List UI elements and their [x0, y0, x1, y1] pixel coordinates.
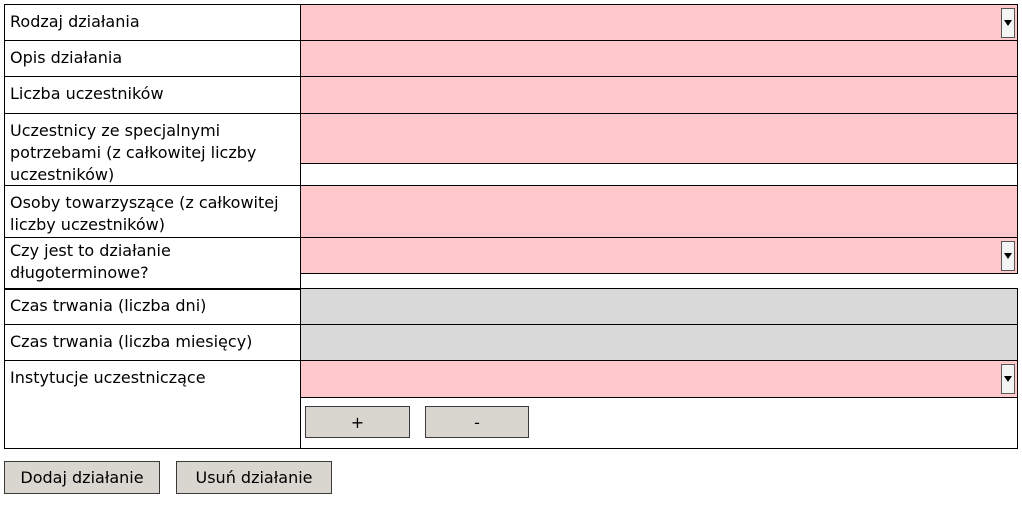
- label-special-needs-participants: Uczestnicy ze specjalnymi potrzebami (z …: [10, 121, 257, 184]
- remove-institution-button[interactable]: -: [425, 406, 529, 438]
- label-duration-months: Czas trwania (liczba miesięcy): [10, 332, 253, 351]
- label-activity-type: Rodzaj działania: [10, 12, 140, 31]
- duration-days-field: [300, 288, 1018, 325]
- row-spacer: [300, 163, 1018, 186]
- row-label-cell: Rodzaj działania: [4, 4, 301, 41]
- add-activity-button[interactable]: Dodaj działanie: [4, 461, 160, 494]
- activity-description-input[interactable]: [300, 40, 1018, 77]
- chevron-down-icon: [1004, 253, 1012, 259]
- row-label-cell: Instytucje uczestniczące: [4, 360, 301, 449]
- label-duration-days: Czas trwania (liczba dni): [10, 296, 207, 315]
- label-accompanying-persons: Osoby towarzyszące (z całkowitej liczby …: [10, 193, 279, 234]
- row-label-cell: Czy jest to działanie długoterminowe?: [4, 237, 301, 290]
- row-label-cell: Czas trwania (liczba miesięcy): [4, 324, 301, 361]
- row-label-cell: Uczestnicy ze specjalnymi potrzebami (z …: [4, 113, 301, 186]
- label-activity-description: Opis działania: [10, 48, 123, 67]
- divider: [300, 273, 1018, 274]
- accompanying-persons-input[interactable]: [300, 185, 1018, 238]
- label-participants-count: Liczba uczestników: [10, 84, 164, 103]
- label-participating-institutions: Instytucje uczestniczące: [10, 368, 206, 387]
- chevron-down-icon: [1004, 376, 1012, 382]
- row-label-cell: Czas trwania (liczba dni): [4, 288, 301, 325]
- chevron-down-icon: [1004, 20, 1012, 26]
- long-term-select[interactable]: [300, 237, 1018, 274]
- participants-count-input[interactable]: [300, 76, 1018, 114]
- special-needs-participants-input[interactable]: [300, 113, 1018, 164]
- remove-activity-button[interactable]: Usuń działanie: [176, 461, 332, 494]
- label-long-term: Czy jest to działanie długoterminowe?: [10, 241, 171, 282]
- duration-months-field: [300, 324, 1018, 361]
- dropdown-button[interactable]: [1001, 241, 1015, 271]
- row-label-cell: Opis działania: [4, 40, 301, 77]
- row-label-cell: Osoby towarzyszące (z całkowitej liczby …: [4, 185, 301, 238]
- add-institution-button[interactable]: +: [305, 406, 410, 438]
- activity-type-select[interactable]: [300, 4, 1018, 41]
- participating-institutions-select[interactable]: [300, 360, 1018, 398]
- dropdown-button[interactable]: [1001, 364, 1015, 394]
- dropdown-button[interactable]: [1001, 8, 1015, 38]
- row-label-cell: Liczba uczestników: [4, 76, 301, 114]
